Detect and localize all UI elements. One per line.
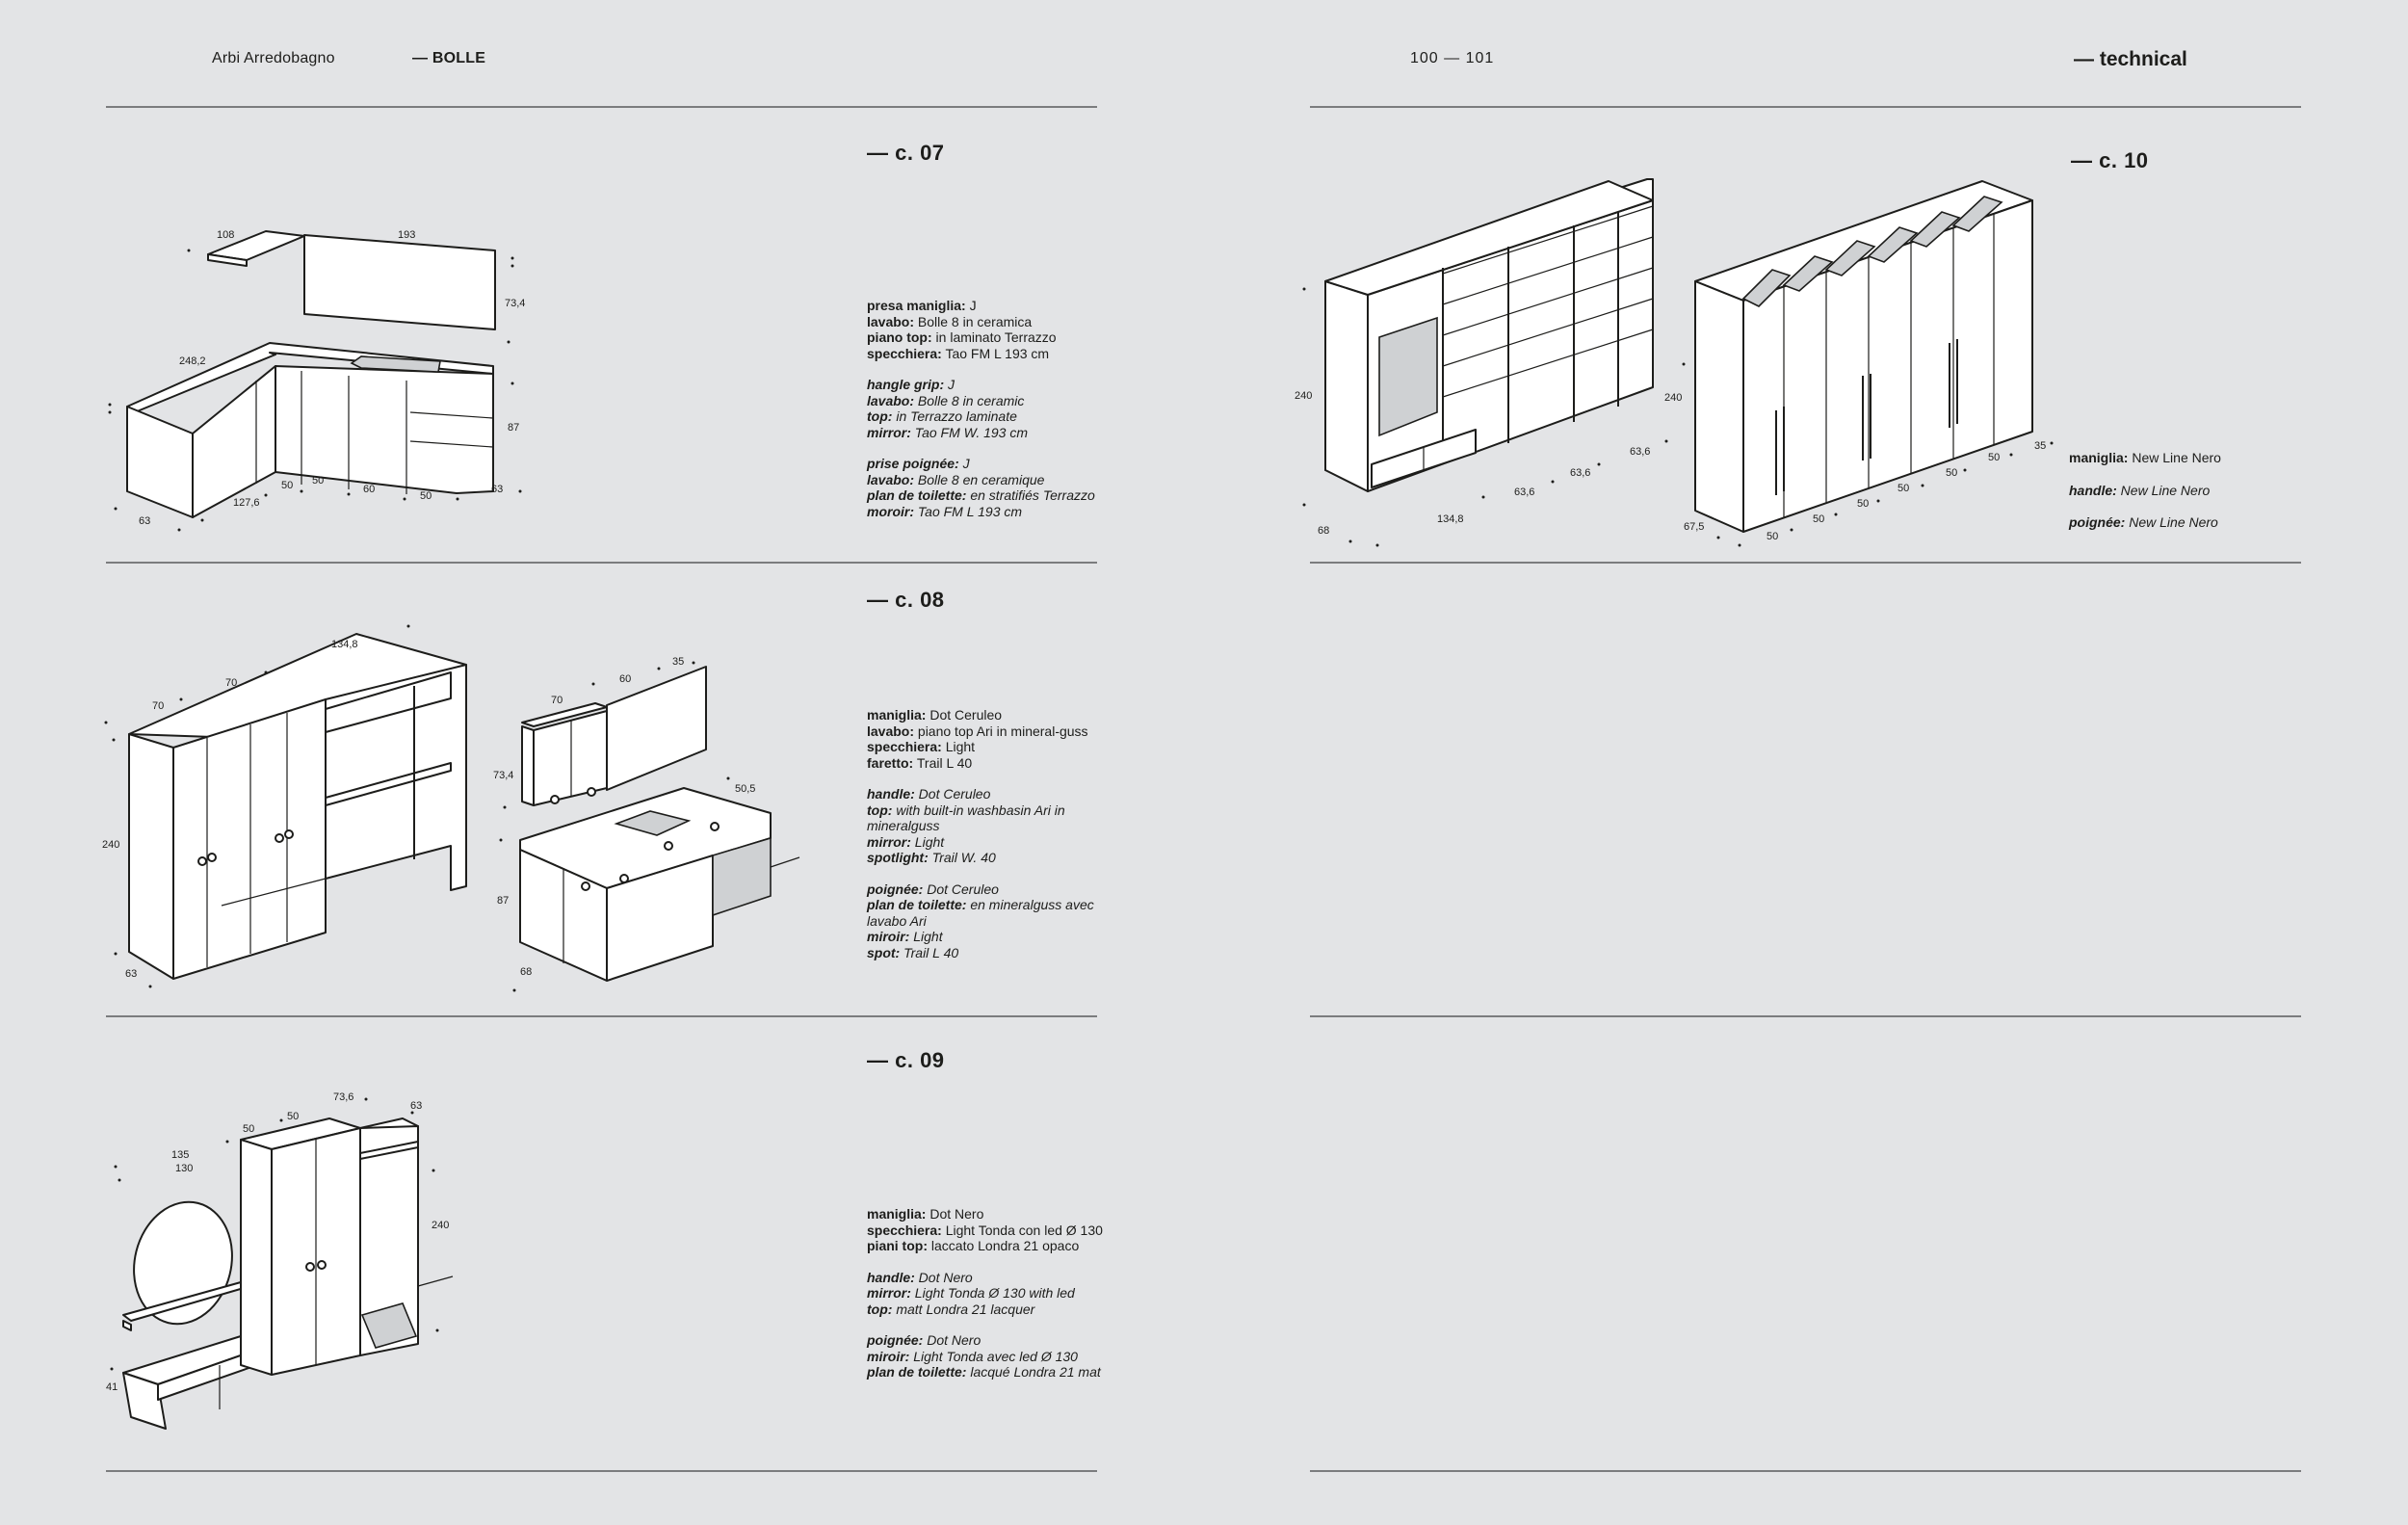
specs-italian: maniglia: Dot Nero specchiera: Light Ton… bbox=[867, 1206, 1103, 1253]
c09-drawing: 135 130 50 50 73,6 63 240 41 bbox=[106, 1091, 454, 1430]
dimension-label: 50 bbox=[1988, 452, 2000, 463]
dimension-label: 70 bbox=[551, 695, 563, 706]
dimension-label: 63 bbox=[125, 968, 137, 980]
dimension-label: 60 bbox=[619, 673, 631, 685]
dimension-label: 135 bbox=[171, 1149, 189, 1161]
dimension-label: 240 bbox=[102, 839, 119, 851]
dimension-label: 35 bbox=[2034, 440, 2046, 452]
c10-drawing: 240 68 134,8 63,6 63,6 63,6 240 67,5 50 … bbox=[1295, 178, 2054, 547]
dimension-label: 73,4 bbox=[493, 770, 513, 781]
specs-english: handle: Dot Ceruleo top: with built-in w… bbox=[867, 786, 1065, 865]
dimension-label: 108 bbox=[217, 229, 234, 241]
c08-specs: maniglia: Dot Ceruleo lavabo: piano top … bbox=[867, 707, 1098, 976]
specs-english: handle: New Line Nero bbox=[2069, 482, 2211, 498]
specs-english: hangle grip: J lavabo: Bolle 8 in cerami… bbox=[867, 377, 1029, 440]
dimension-label: 50 bbox=[281, 480, 293, 491]
collection-name: — BOLLE bbox=[412, 50, 486, 66]
dimension-label: 50 bbox=[1767, 531, 1778, 542]
divider bbox=[106, 562, 1097, 564]
dimension-label: 41 bbox=[106, 1381, 118, 1393]
section-c10-title: — c. 10 bbox=[2071, 148, 2149, 172]
dimension-label: 60 bbox=[363, 484, 375, 495]
dimension-label: 127,6 bbox=[233, 497, 260, 509]
dimension-label: 35 bbox=[672, 656, 684, 668]
dimension-label: 63 bbox=[491, 484, 503, 495]
section-title: — technical bbox=[2074, 48, 2187, 70]
section-c09-title: — c. 09 bbox=[867, 1048, 945, 1072]
dimension-label: 63,6 bbox=[1630, 446, 1650, 458]
dimension-label: 50 bbox=[1857, 498, 1869, 510]
specs-french: poignée: Dot Ceruleo plan de toilette: e… bbox=[867, 881, 1094, 960]
specs-italian: presa maniglia: J lavabo: Bolle 8 in cer… bbox=[867, 298, 1057, 361]
specs-french: poignée: Dot Nero miroir: Light Tonda av… bbox=[867, 1332, 1101, 1380]
dimension-label: 50 bbox=[1898, 483, 1909, 494]
dimension-label: 130 bbox=[175, 1163, 193, 1174]
c10-specs: maniglia: New Line Nero handle: New Line… bbox=[2069, 450, 2305, 546]
brand-name: Arbi Arredobagno bbox=[212, 50, 335, 66]
page-numbers: 100 — 101 bbox=[1410, 50, 1495, 66]
c07-drawing: 108 193 73,4 248,2 87 63 127,6 50 50 60 … bbox=[108, 229, 525, 532]
c07-specs: presa maniglia: J lavabo: Bolle 8 in cer… bbox=[867, 298, 1108, 535]
dimension-label: 50 bbox=[287, 1111, 299, 1122]
section-c08-title: — c. 08 bbox=[867, 588, 945, 612]
dimension-label: 50 bbox=[1813, 513, 1824, 525]
divider bbox=[106, 1015, 1097, 1017]
dimension-label: 67,5 bbox=[1684, 521, 1704, 533]
dimension-label: 134,8 bbox=[1437, 513, 1464, 525]
dimension-label: 63 bbox=[139, 515, 150, 527]
divider bbox=[106, 106, 1097, 108]
dimension-label: 63,6 bbox=[1570, 467, 1590, 479]
dimension-label: 73,6 bbox=[333, 1091, 353, 1103]
dimension-label: 68 bbox=[520, 966, 532, 978]
dimension-label: 70 bbox=[152, 700, 164, 712]
dimension-label: 193 bbox=[398, 229, 415, 241]
c09-specs: maniglia: Dot Nero specchiera: Light Ton… bbox=[867, 1206, 1103, 1396]
divider bbox=[106, 1470, 1097, 1472]
divider bbox=[1310, 1470, 2301, 1472]
section-c07-title: — c. 07 bbox=[867, 141, 945, 165]
dimension-label: 63 bbox=[410, 1100, 422, 1112]
dimension-label: 50 bbox=[1946, 467, 1957, 479]
dimension-label: 87 bbox=[497, 895, 509, 907]
dimension-label: 240 bbox=[1664, 392, 1682, 404]
dimension-label: 87 bbox=[508, 422, 519, 434]
specs-french: prise poignée: J lavabo: Bolle 8 en cera… bbox=[867, 456, 1095, 519]
dimension-label: 63,6 bbox=[1514, 486, 1534, 498]
specs-italian: maniglia: Dot Ceruleo lavabo: piano top … bbox=[867, 707, 1088, 771]
dimension-label: 70 bbox=[225, 677, 237, 689]
specs-italian: maniglia: New Line Nero bbox=[2069, 450, 2221, 465]
specs-french: poignée: New Line Nero bbox=[2069, 514, 2218, 530]
c08-drawing: 134,8 70 70 240 63 70 60 35 73,4 50,5 87… bbox=[102, 624, 800, 992]
dimension-label: 240 bbox=[1295, 390, 1312, 402]
dimension-label: 134,8 bbox=[331, 639, 358, 650]
dimension-label: 68 bbox=[1318, 525, 1329, 537]
divider bbox=[1310, 562, 2301, 564]
dimension-label: 50,5 bbox=[735, 783, 755, 795]
dimension-label: 248,2 bbox=[179, 355, 206, 367]
specs-english: handle: Dot Nero mirror: Light Tonda Ø 1… bbox=[867, 1269, 1075, 1317]
divider bbox=[1310, 1015, 2301, 1017]
dimension-label: 50 bbox=[312, 475, 324, 486]
divider bbox=[1310, 106, 2301, 108]
dimension-label: 50 bbox=[243, 1123, 254, 1135]
dimension-label: 240 bbox=[432, 1220, 449, 1231]
dimension-label: 50 bbox=[420, 490, 432, 502]
dimension-label: 73,4 bbox=[505, 298, 525, 309]
